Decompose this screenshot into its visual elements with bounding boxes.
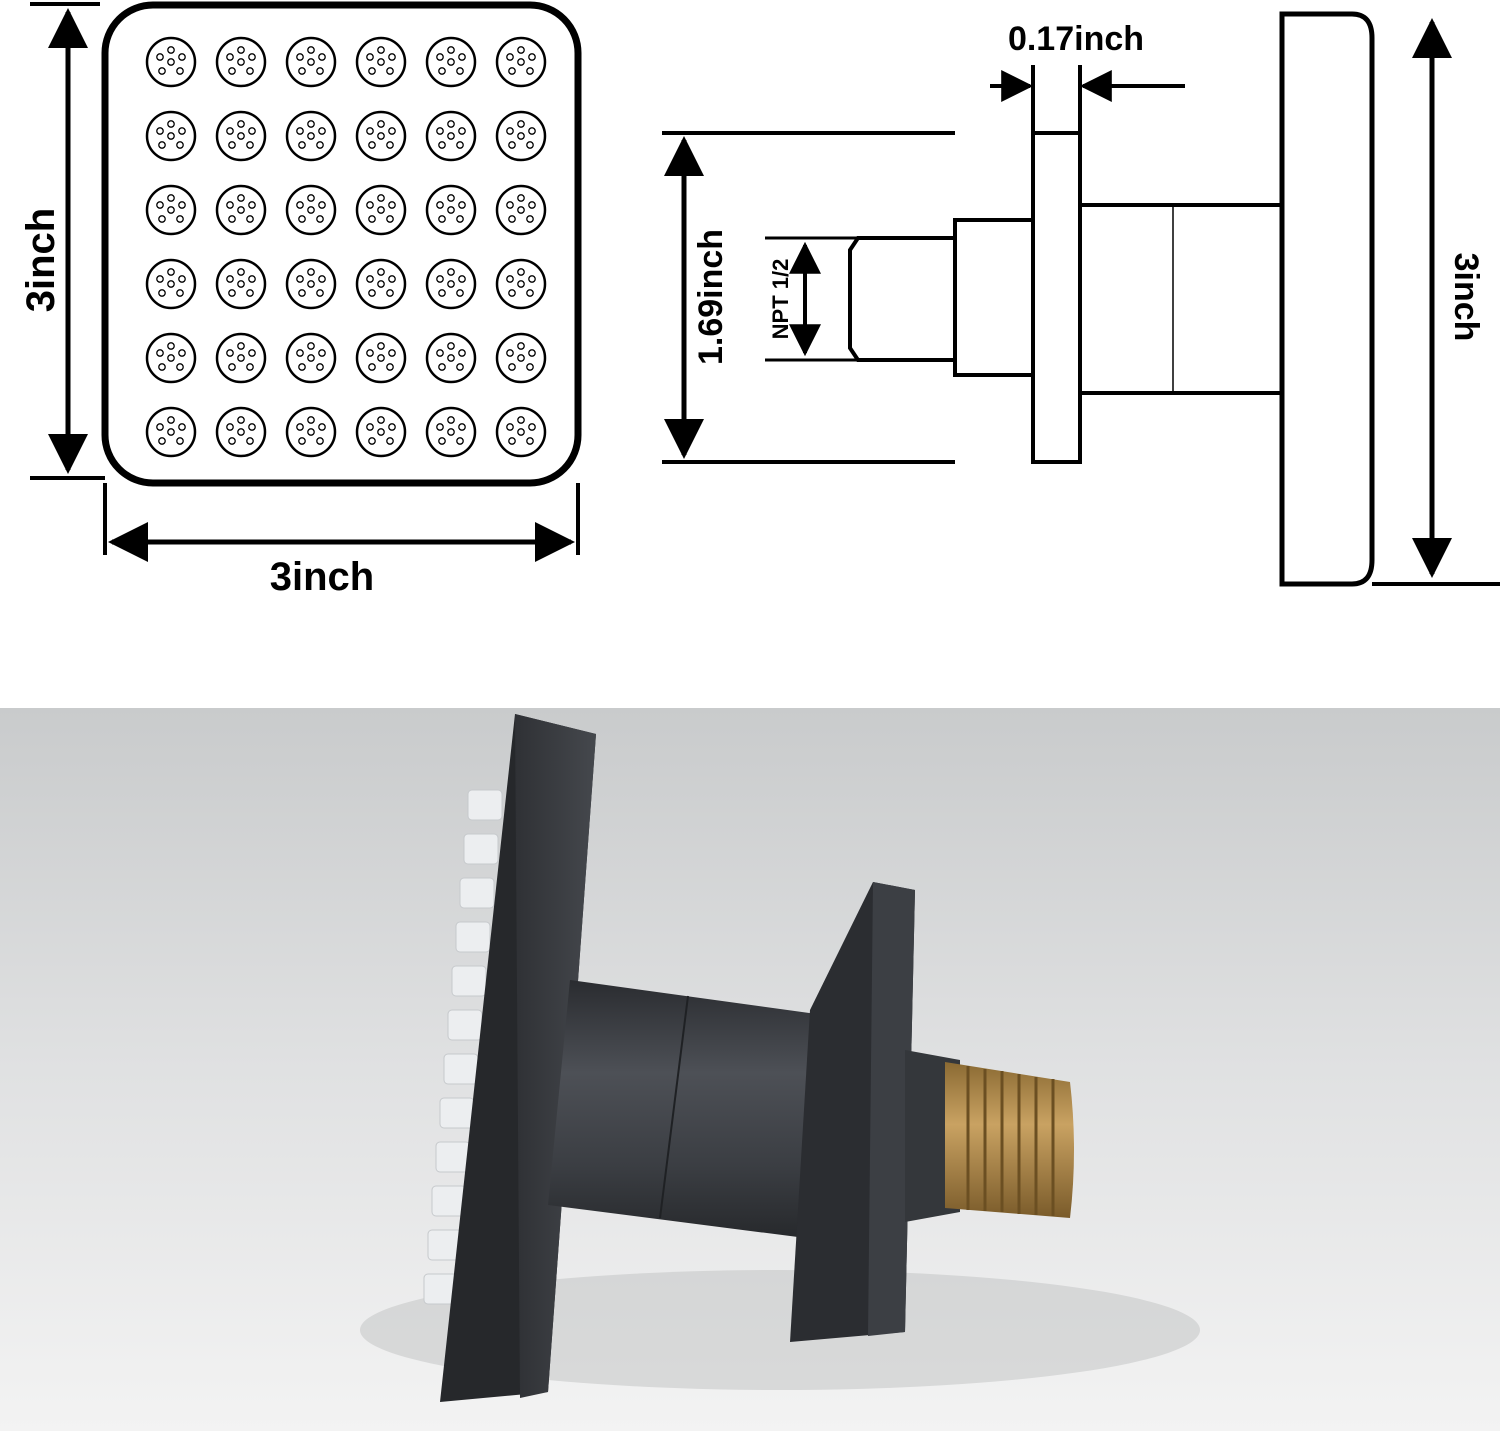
nozzle bbox=[215, 184, 267, 236]
render-shadow bbox=[360, 1270, 1200, 1390]
product-render bbox=[0, 708, 1500, 1431]
nozzle bbox=[425, 184, 477, 236]
front-width-label: 3inch bbox=[270, 555, 374, 599]
nozzle bbox=[215, 406, 267, 458]
front-view: 3inch 3inch bbox=[19, 1, 582, 599]
nozzle bbox=[285, 258, 337, 310]
nozzle bbox=[145, 258, 197, 310]
nozzle bbox=[355, 258, 407, 310]
nozzle bbox=[145, 332, 197, 384]
render-stem-body bbox=[548, 980, 860, 1245]
head-height-label: 3inch bbox=[1447, 253, 1485, 342]
nozzle bbox=[355, 110, 407, 162]
render-stem-seam bbox=[659, 995, 689, 1219]
nozzle bbox=[425, 258, 477, 310]
nozzle bbox=[355, 406, 407, 458]
nozzle bbox=[355, 184, 407, 236]
render-nozzles bbox=[423, 789, 503, 1305]
nozzle bbox=[215, 36, 267, 88]
render-thread-lines bbox=[966, 1066, 1055, 1216]
nozzle bbox=[495, 332, 547, 384]
thread-outline bbox=[848, 236, 955, 362]
stem-outline bbox=[1078, 203, 1284, 395]
nozzle bbox=[425, 36, 477, 88]
side-view: 1.69inch NPT 1/2 0.17inch 3inch bbox=[662, 11, 1500, 587]
nozzle bbox=[355, 332, 407, 384]
nozzle bbox=[495, 36, 547, 88]
render-head-plate-face bbox=[515, 714, 596, 1398]
nozzle bbox=[285, 110, 337, 162]
nut-outline bbox=[953, 218, 1035, 377]
nozzle bbox=[215, 258, 267, 310]
nozzle bbox=[285, 406, 337, 458]
nozzle bbox=[215, 332, 267, 384]
thread-spec-label: NPT 1/2 bbox=[768, 259, 793, 340]
nozzle bbox=[495, 184, 547, 236]
head-outline bbox=[101, 1, 582, 487]
flange-height-label: 1.69inch bbox=[692, 229, 730, 365]
nozzle bbox=[425, 406, 477, 458]
front-height-label: 3inch bbox=[19, 208, 63, 312]
nozzle-grid bbox=[145, 36, 547, 458]
nozzle bbox=[215, 110, 267, 162]
nozzle bbox=[355, 36, 407, 88]
nozzle bbox=[285, 36, 337, 88]
nozzle bbox=[145, 184, 197, 236]
nozzle bbox=[425, 332, 477, 384]
render-flange-edge bbox=[868, 882, 915, 1336]
nozzle bbox=[145, 110, 197, 162]
flange-thickness-label: 0.17inch bbox=[1008, 20, 1144, 58]
nozzle bbox=[495, 110, 547, 162]
head-side-outline bbox=[1279, 11, 1375, 587]
nozzle bbox=[145, 406, 197, 458]
nozzle bbox=[145, 36, 197, 88]
nozzle bbox=[425, 110, 477, 162]
render-brass-thread bbox=[945, 1062, 1074, 1218]
nozzle bbox=[495, 258, 547, 310]
nozzle bbox=[495, 406, 547, 458]
nozzle bbox=[285, 332, 337, 384]
flange-outline bbox=[1031, 131, 1082, 464]
nozzle bbox=[285, 184, 337, 236]
